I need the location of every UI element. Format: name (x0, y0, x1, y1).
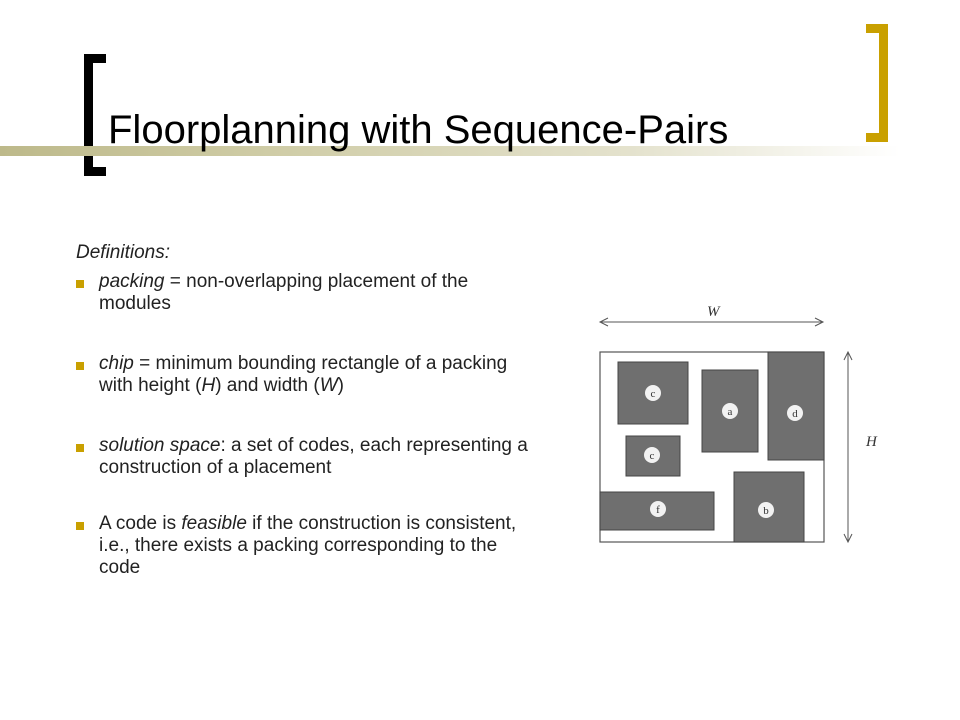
right-bracket-decoration (866, 24, 888, 142)
module-b: b (733, 471, 805, 543)
bullet-feasible: A code is feasible if the construction i… (76, 513, 536, 579)
solution-space-definition: : a set of codes, each representing a co… (99, 435, 528, 478)
term-feasible: feasible (181, 513, 247, 534)
module-c-top: c (617, 361, 689, 425)
module-marker-icon (645, 385, 661, 401)
feasible-prefix: A code is (99, 513, 182, 534)
term-packing: packing (99, 271, 165, 292)
bullet-packing: packing = non-overlapping placement of t… (76, 271, 536, 315)
bullet-chip: chip = minimum bounding rectangle of a p… (76, 353, 536, 397)
chip-definition-part3: ) (337, 375, 344, 396)
feasible-definition: if the construction is consistent, i.e.,… (99, 513, 517, 578)
bullet-marker-icon (76, 444, 84, 452)
module-c-bottom: c (625, 435, 681, 477)
title-underline-bar (0, 146, 900, 156)
width-label: W (707, 304, 721, 320)
module-label: c (650, 450, 655, 462)
packing-definition: = non-overlapping placement of the modul… (99, 271, 469, 314)
bullet-marker-icon (76, 280, 84, 288)
module-label: a (728, 406, 733, 418)
definitions-label: Definitions: (76, 242, 170, 263)
definition-list: packing = non-overlapping placement of t… (76, 271, 536, 579)
module-label: d (792, 408, 798, 420)
width-dimension-arrow (598, 317, 825, 327)
module-label: b (763, 505, 769, 517)
height-label: H (865, 434, 878, 450)
height-dimension-arrow (843, 350, 853, 544)
slide-title: Floorplanning with Sequence-Pairs (108, 108, 729, 152)
chip-definition-part1: = minimum bounding rectangle of a packin… (99, 353, 508, 396)
left-bracket-decoration (84, 54, 106, 176)
module-f: f (599, 491, 715, 531)
module-d: d (767, 351, 825, 461)
chip-definition-part2: ) and width ( (215, 375, 320, 396)
bullet-marker-icon (76, 522, 84, 530)
chip-height-symbol: H (201, 375, 216, 396)
module-marker-icon (758, 502, 774, 518)
module-marker-icon (644, 447, 660, 463)
module-label: c (651, 388, 656, 400)
module-a: a (701, 369, 759, 453)
module-marker-icon (722, 403, 738, 419)
chip-width-symbol: W (319, 375, 338, 396)
bullet-marker-icon (76, 362, 84, 370)
module-label: f (656, 504, 660, 516)
term-chip: chip (99, 353, 134, 374)
floorplan-svg: W H c a d c (598, 304, 878, 544)
module-marker-icon (650, 501, 666, 517)
module-marker-icon (787, 405, 803, 421)
bullet-solution-space: solution space: a set of codes, each rep… (76, 435, 536, 479)
term-solution-space: solution space (99, 435, 221, 456)
floorplan-diagram: W H c a d c (590, 296, 890, 556)
